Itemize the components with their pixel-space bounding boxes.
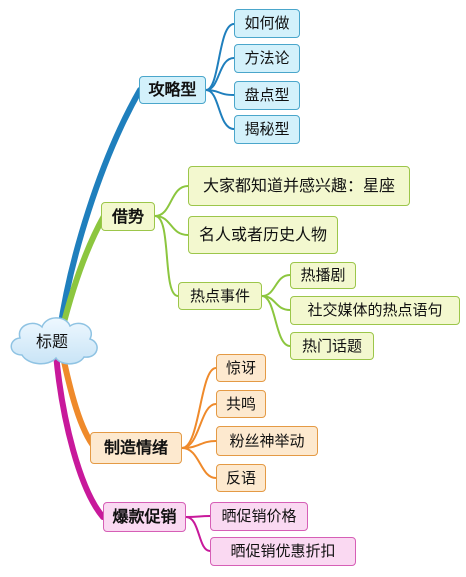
leaf-ruhezuo[interactable]: 如何做	[234, 9, 300, 38]
root-cloud-shape	[10, 317, 98, 365]
leaf-mingren[interactable]: 名人或者历史人物	[188, 216, 338, 254]
link-gonglue-2	[205, 57, 235, 91]
branch-jieshi[interactable]: 借势	[101, 202, 155, 231]
link-cuxiao-2	[185, 516, 211, 552]
branch-gonglue[interactable]: 攻略型	[139, 76, 206, 104]
link-root-cuxiao	[53, 351, 106, 520]
leaf-rebojv[interactable]: 热播剧	[290, 262, 356, 289]
leaf-cuxiaojiage[interactable]: 晒促销价格	[210, 502, 308, 531]
leaf-shejiao[interactable]: 社交媒体的热点语句	[290, 296, 460, 325]
link-redian-1	[261, 274, 291, 297]
link-qingxu-4	[181, 447, 217, 479]
leaf-youhuizhekou[interactable]: 晒促销优惠折扣	[210, 537, 356, 566]
leaf-fanyu[interactable]: 反语	[216, 464, 266, 492]
link-qingxu-1	[181, 367, 217, 449]
link-root-gonglue	[57, 87, 143, 333]
leaf-pandianxing[interactable]: 盘点型	[234, 81, 300, 110]
link-qingxu-2	[181, 403, 217, 449]
leaf-fangfalun[interactable]: 方法论	[234, 44, 300, 73]
link-jieshi-3	[154, 215, 179, 297]
link-redian-3	[261, 295, 291, 347]
leaf-gongming[interactable]: 共鸣	[216, 390, 266, 418]
leaf-xingzuo[interactable]: 大家都知道并感兴趣：星座	[188, 166, 410, 206]
leaf-fensi[interactable]: 粉丝神举动	[216, 426, 318, 456]
leaf-jiemixing[interactable]: 揭秘型	[234, 115, 300, 144]
link-gonglue-4	[205, 89, 235, 130]
branch-qingxu[interactable]: 制造情绪	[90, 432, 182, 464]
root-title[interactable]: 标题	[35, 332, 68, 351]
node-redianshijian[interactable]: 热点事件	[178, 282, 262, 310]
leaf-remenhuati[interactable]: 热门话题	[290, 332, 374, 360]
link-gonglue-1	[205, 23, 235, 91]
leaf-jingya[interactable]: 惊讶	[216, 354, 266, 382]
branch-cuxiao[interactable]: 爆款促销	[103, 502, 186, 532]
link-root-jieshi	[59, 213, 107, 333]
link-jieshi-1	[154, 185, 189, 217]
